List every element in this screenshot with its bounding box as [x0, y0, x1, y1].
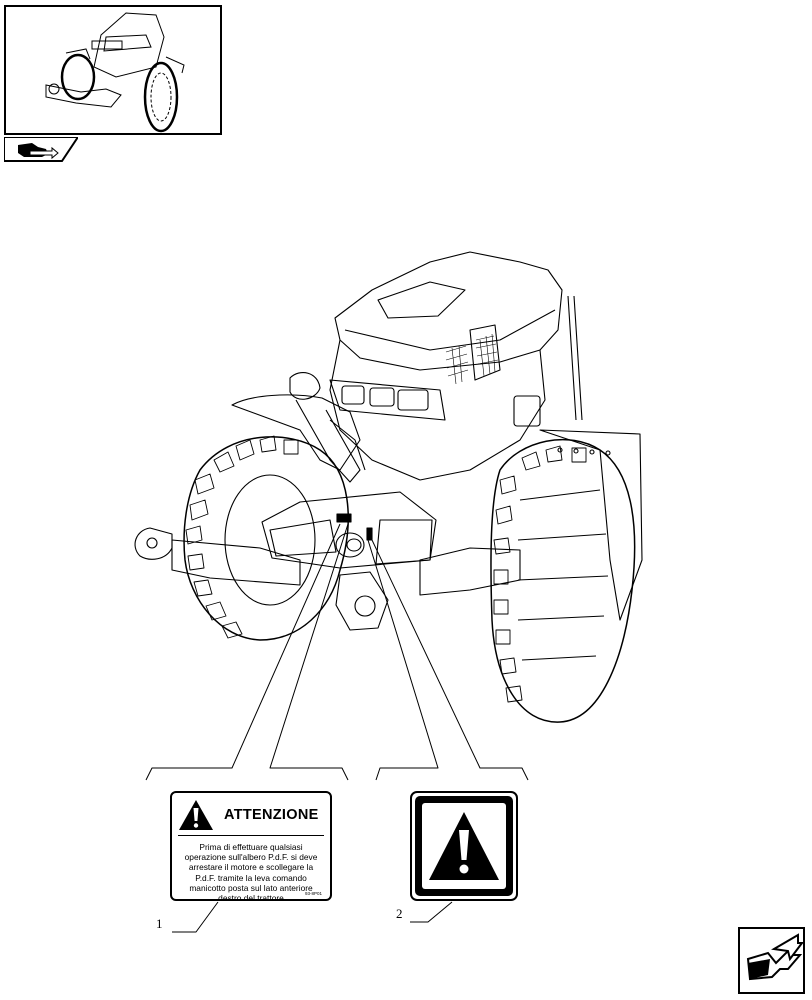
- decal-body-text: Prima di effettuare qualsiasi operazione…: [184, 842, 318, 904]
- callout-1: 1: [156, 916, 163, 931]
- next-page-arrow-icon: [746, 933, 804, 981]
- decal-divider: [178, 835, 324, 836]
- tractor-arrow-icon: [18, 143, 59, 160]
- decal-header: ATTENZIONE: [224, 807, 319, 823]
- attention-decal: ATTENZIONE Prima di effettuare qualsiasi…: [170, 791, 332, 904]
- tractor-thumbnail-icon: [45, 12, 185, 133]
- warning-triangle-icon: [415, 796, 513, 896]
- decal-code: 93-8P01: [304, 891, 322, 896]
- warning-symbol-decal: [410, 791, 518, 901]
- callout-2: 2: [396, 906, 403, 921]
- warning-triangle-icon: [179, 800, 213, 830]
- thumbnail-frame: [4, 5, 222, 135]
- section-tab[interactable]: [3, 136, 80, 162]
- next-page-button[interactable]: [738, 927, 805, 994]
